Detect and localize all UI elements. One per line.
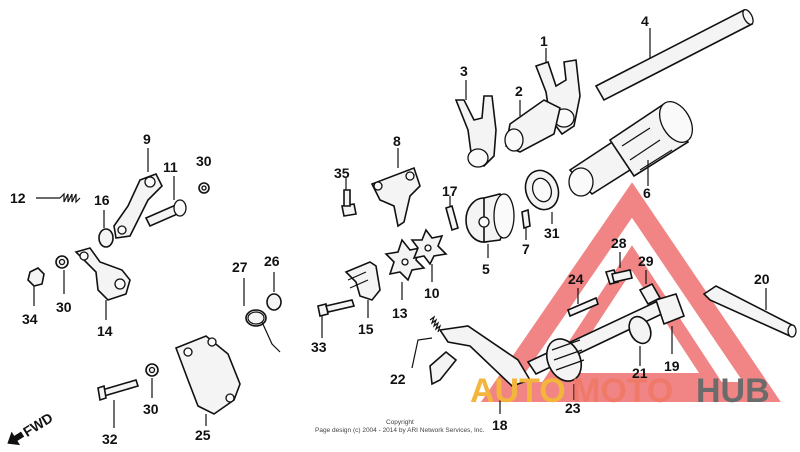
part-number: 35 [334,165,350,181]
shift-fork-3 [454,80,497,168]
bolt-35 [341,178,357,217]
part-number-labels: 1 2 3 4 5 6 7 8 9 10 11 12 13 14 15 16 1… [10,13,770,447]
part-number: 19 [664,358,680,374]
part-number: 30 [56,299,72,315]
part-number: 26 [264,253,280,269]
bracket-15 [344,261,381,318]
part-number: 15 [358,321,374,337]
shift-arm-14 [74,247,131,320]
part-number: 31 [544,225,560,241]
collar-16 [98,210,114,248]
part-number: 3 [460,63,468,79]
part-number: 2 [515,83,523,99]
part-number: 30 [196,153,212,169]
part-number: 12 [10,190,26,206]
part-number: 6 [643,185,651,201]
part-number: 18 [492,417,508,433]
part-number: 16 [94,192,110,208]
watermark-hub: HUB [696,372,770,410]
shift-fork-1 [534,48,581,136]
forward-label: FWD [20,409,56,439]
collar-26 [266,272,282,311]
part-number: 10 [424,285,440,301]
part-number: 5 [482,261,490,277]
drum-stopper-arm [113,148,163,239]
part-number: 34 [22,311,38,327]
washer-30a [198,182,210,194]
forward-arrow: FWD [7,409,56,446]
bolt-28 [604,252,633,285]
part-number: 30 [143,401,159,417]
part-number: 7 [522,241,530,257]
pin-7 [521,208,531,240]
part-number: 22 [390,371,406,387]
pin-17 [445,196,459,232]
guide-plate [174,335,241,426]
part-number: 27 [232,259,248,275]
clip-29 [638,270,662,306]
part-number: 21 [632,365,648,381]
copyright-title: Copyright [386,419,414,426]
washer-30b [55,255,69,294]
part-number: 24 [568,271,584,287]
bolt-32 [97,379,140,428]
spring-27 [243,278,281,353]
bolt-33 [317,299,356,338]
part-number: 32 [102,431,118,447]
part-number: 11 [163,159,178,175]
part-number: 29 [638,253,654,269]
part-number: 25 [195,427,211,443]
gearshift-arm [429,325,532,414]
copyright-text: Page design (c) 2004 - 2014 by ARI Netwo… [315,427,485,434]
part-number: 1 [540,33,548,49]
nut-34 [27,267,45,306]
part-number: 13 [392,305,408,321]
star-plate-10 [410,228,448,282]
watermark-moto: MOTO [572,372,673,410]
part-number: 9 [143,131,151,147]
watermark-auto: AUTO [470,372,566,410]
part-number: 23 [565,400,581,416]
collar-bolt-11 [144,176,187,228]
part-number: 14 [97,323,113,339]
part-number: 8 [393,133,401,149]
spring-12 [36,192,81,204]
stopper-plate [370,148,421,228]
shift-drum [568,101,694,197]
washer-30c [145,363,159,398]
collar-19 [654,293,686,354]
pin-24 [567,288,599,318]
spring-22 [411,315,442,369]
drum-center [465,193,515,258]
bearing [524,169,560,224]
shift-fork-shaft [594,8,754,102]
gearshift-shaft [702,285,797,338]
part-number: 33 [311,339,327,355]
shift-fork-2 [504,99,561,153]
watermark-text: AUTO MOTO HUB [470,372,770,410]
part-number: 20 [754,271,770,287]
part-number: 4 [641,13,649,29]
part-number: 17 [442,183,458,199]
collar-21 [628,315,652,366]
part-number: 28 [611,235,627,251]
